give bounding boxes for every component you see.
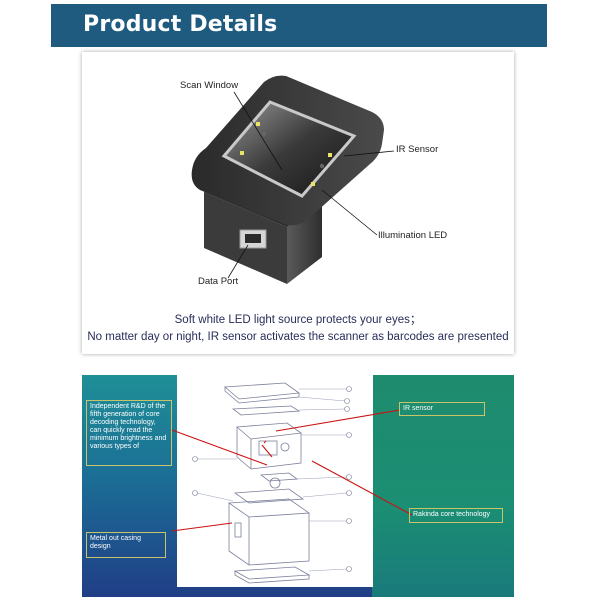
callout-illumination-led: Illumination LED <box>378 230 448 241</box>
scanner-illustration <box>191 75 395 284</box>
banner-right-panel <box>372 375 514 597</box>
callout-data-port: Data Port <box>198 276 239 287</box>
exploded-view-banner: Independent R&D of the fifth generation … <box>82 375 514 597</box>
caption-line-2: No matter day or night, IR sensor activa… <box>87 331 509 343</box>
callout-scan-window: Scan Window <box>180 80 239 91</box>
annotation-lines <box>171 409 413 532</box>
section-title: Product Details <box>83 12 278 37</box>
caption-line-1: Soft white LED light source protects you… <box>174 314 422 326</box>
product-photo-card: Scan Window IR Sensor Illumination LED D… <box>82 52 514 354</box>
exploded-diagram-drawing <box>192 382 352 584</box>
label-core-tech: Rakinda core technology <box>409 508 503 523</box>
label-rd: Independent R&D of the fifth generation … <box>86 400 172 466</box>
label-ir-sensor: IR sensor <box>399 402 485 416</box>
label-casing: Metal out casing design <box>86 532 166 558</box>
section-header: Product Details <box>51 4 547 47</box>
callout-ir-sensor: IR Sensor <box>396 144 439 155</box>
exploded-diagram <box>177 375 373 587</box>
